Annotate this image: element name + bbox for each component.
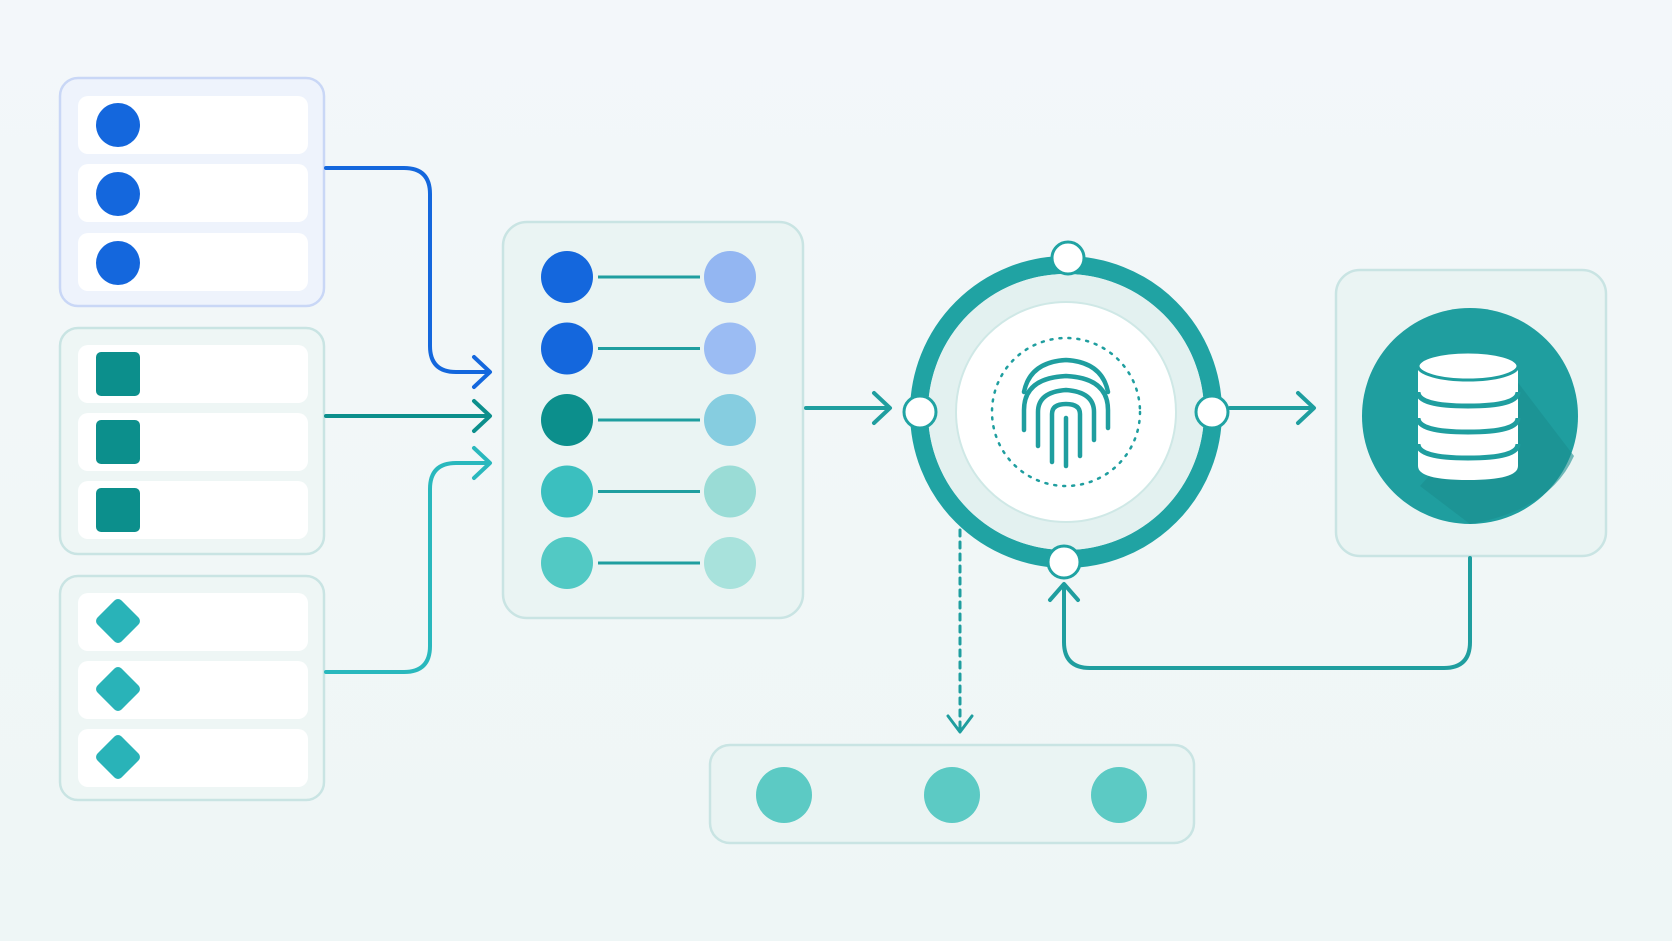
output-panel [708,743,1196,845]
source-row [78,729,308,787]
connector-database-feedback [1048,556,1472,670]
hub-port-left[interactable] [902,394,938,430]
mapping-target-node [704,322,756,375]
mapping-row [541,322,756,375]
hub [902,240,1230,580]
output-dot [1091,767,1147,823]
mapping-row [541,251,756,303]
source-row [78,233,308,291]
database-panel [1334,268,1608,558]
square-marker-icon [96,488,140,532]
arrowhead-up-icon [1048,582,1080,602]
diamond-marker-icon [96,735,140,779]
mapping-source-node [541,322,593,375]
arrowhead-right-icon [472,446,492,480]
mapping-target-node [704,465,756,518]
database-icon [1415,350,1521,480]
mapping-source-node [541,537,593,589]
connector-group-3 [324,461,490,674]
source-connectors [324,166,492,674]
mapping-rows [541,251,756,589]
source-row [78,593,308,651]
source-row [78,661,308,719]
hub-port-bottom[interactable] [1046,544,1082,580]
connector-group-1 [324,166,490,374]
mapping-row [541,394,756,446]
mapping-target-node [704,251,756,303]
output-dot [756,767,812,823]
diamond-marker-icon [96,667,140,711]
arrowhead-right-icon [872,391,892,425]
mapping-row [541,537,756,589]
output-dot [924,767,980,823]
output-dots [756,767,1147,823]
arrowhead-right-icon [1296,391,1316,425]
source-row [78,164,308,222]
circle-marker-icon [96,103,140,147]
mapping-target-node [704,537,756,589]
source-group-2 [58,326,326,556]
connector-hub-to-output [946,528,974,734]
mapping-source-node [541,394,593,446]
hub-port-right[interactable] [1194,394,1230,430]
arrowhead-right-icon [472,355,492,389]
hub-port-top[interactable] [1050,240,1086,276]
hub-core [955,301,1177,523]
circle-marker-icon [96,172,140,216]
diamond-marker-icon [96,599,140,643]
source-row [78,96,308,154]
square-marker-icon [96,352,140,396]
mapping-target-node [704,394,756,446]
connector-mapping-to-hub [804,391,892,425]
circle-marker-icon [96,241,140,285]
mapping-source-node [541,251,593,303]
source-group-1 [58,76,326,308]
mapping-source-node [541,465,593,518]
arrowhead-right-icon [472,399,492,433]
square-marker-icon [96,420,140,464]
hub-dotted-ring [990,336,1142,488]
mapping-panel [501,220,805,620]
fingerprint-icon [1021,357,1111,469]
connector-hub-to-database [1228,391,1316,425]
mapping-row [541,465,756,518]
source-group-3 [58,574,326,802]
arrowhead-down-icon [946,714,974,734]
